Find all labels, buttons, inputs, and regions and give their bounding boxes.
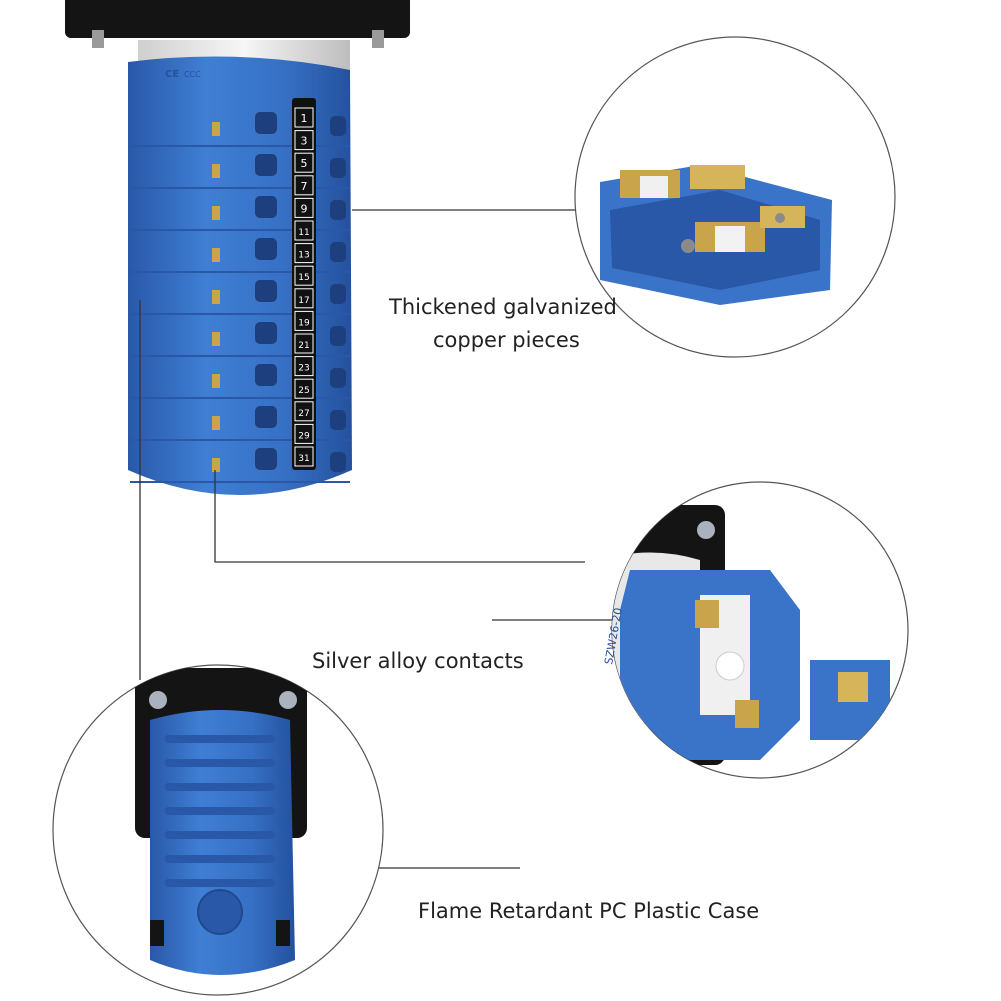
detail-circle-case [52,664,384,996]
terminal-number: 17 [298,296,309,306]
mounting-plate [65,0,410,38]
terminal-number-box [294,423,314,444]
terminal-number: 31 [298,454,309,464]
terminal-number: 23 [298,364,309,374]
case-rib [165,855,275,863]
case-rib [165,879,275,887]
terminal-number-box [294,152,314,173]
terminal-number-box [294,243,314,264]
terminal-hole [330,284,346,304]
terminal-number: 5 [301,157,308,170]
terminal-number-box [294,197,314,218]
terminal-number: 13 [298,251,309,261]
silver-contact-1 [695,600,719,628]
case-rib [165,831,275,839]
callout-copper-line2: copper pieces [433,327,580,352]
terminal-hole [255,364,277,386]
brass-contact [212,248,220,262]
terminal-strip [292,98,316,470]
terminal-hole [330,368,346,388]
terminal-hole [330,242,346,262]
terminal-hole [330,116,346,136]
brass-contact [212,164,220,178]
case-rib [165,807,275,815]
case-rib [165,783,275,791]
terminal-number: 27 [298,409,309,419]
callout-copper-pieces: Thickened galvanized copper pieces [389,291,617,356]
terminal-number: 15 [298,273,309,283]
detail-circle-copper [574,36,896,358]
terminal-number-box [294,107,314,128]
terminal-number-box [294,310,314,331]
terminal-hole [330,452,346,472]
terminal-number-box [294,130,314,151]
terminal-number: 7 [301,180,308,193]
switch-body [128,56,352,496]
terminal-hole [330,410,346,430]
terminal-number: 25 [298,386,309,396]
bolt-left [92,30,104,48]
ce-mark: CE [165,69,179,80]
brass-contact [212,416,220,430]
terminal-hole [255,112,277,134]
terminal-number: 21 [298,341,309,351]
terminal-number: 19 [298,318,310,328]
terminal-hole [330,158,346,178]
brass-contact [212,374,220,388]
terminal-hole [255,280,277,302]
brass-contact [212,122,220,136]
terminal-hole [255,154,277,176]
detail-circle-silver: SZW26-20 [602,481,909,779]
terminal-number-box [294,288,314,309]
brass-contact [212,332,220,346]
terminal-number-box [294,401,314,422]
brass-contact [212,206,220,220]
callout-silver-contacts: Silver alloy contacts [312,649,524,673]
terminal-number: 29 [298,431,310,441]
terminal-hole [330,326,346,346]
terminal-number-box [294,175,314,196]
terminal-hole [255,406,277,428]
connector-lines [139,209,690,869]
terminal-number-box [294,378,314,399]
case-rib [165,735,275,743]
brass-contact [212,290,220,304]
terminal-number-box [294,333,314,354]
terminal-number: 1 [301,112,308,125]
bolt-right [372,30,384,48]
terminal-hole [255,238,277,260]
terminal-number: 9 [301,202,308,215]
callout-copper-line1: Thickened galvanized [389,295,617,319]
terminal-hole [255,196,277,218]
terminal-number-box [294,265,314,286]
copper-piece-2 [690,165,745,189]
terminal-number-box [294,446,314,467]
terminal-number: 3 [301,135,308,148]
brass-contact [212,458,220,472]
terminal-number-box [294,356,314,377]
silver-contact-2 [735,700,759,728]
case-rib [165,759,275,767]
terminal-hole [255,448,277,470]
terminal-number-box [294,220,314,241]
terminal-hole [330,200,346,220]
terminal-number: 11 [298,228,309,238]
terminal-hole [255,322,277,344]
ccc-mark: CCC [184,70,201,79]
callout-plastic-case: Flame Retardant PC Plastic Case [418,899,760,923]
